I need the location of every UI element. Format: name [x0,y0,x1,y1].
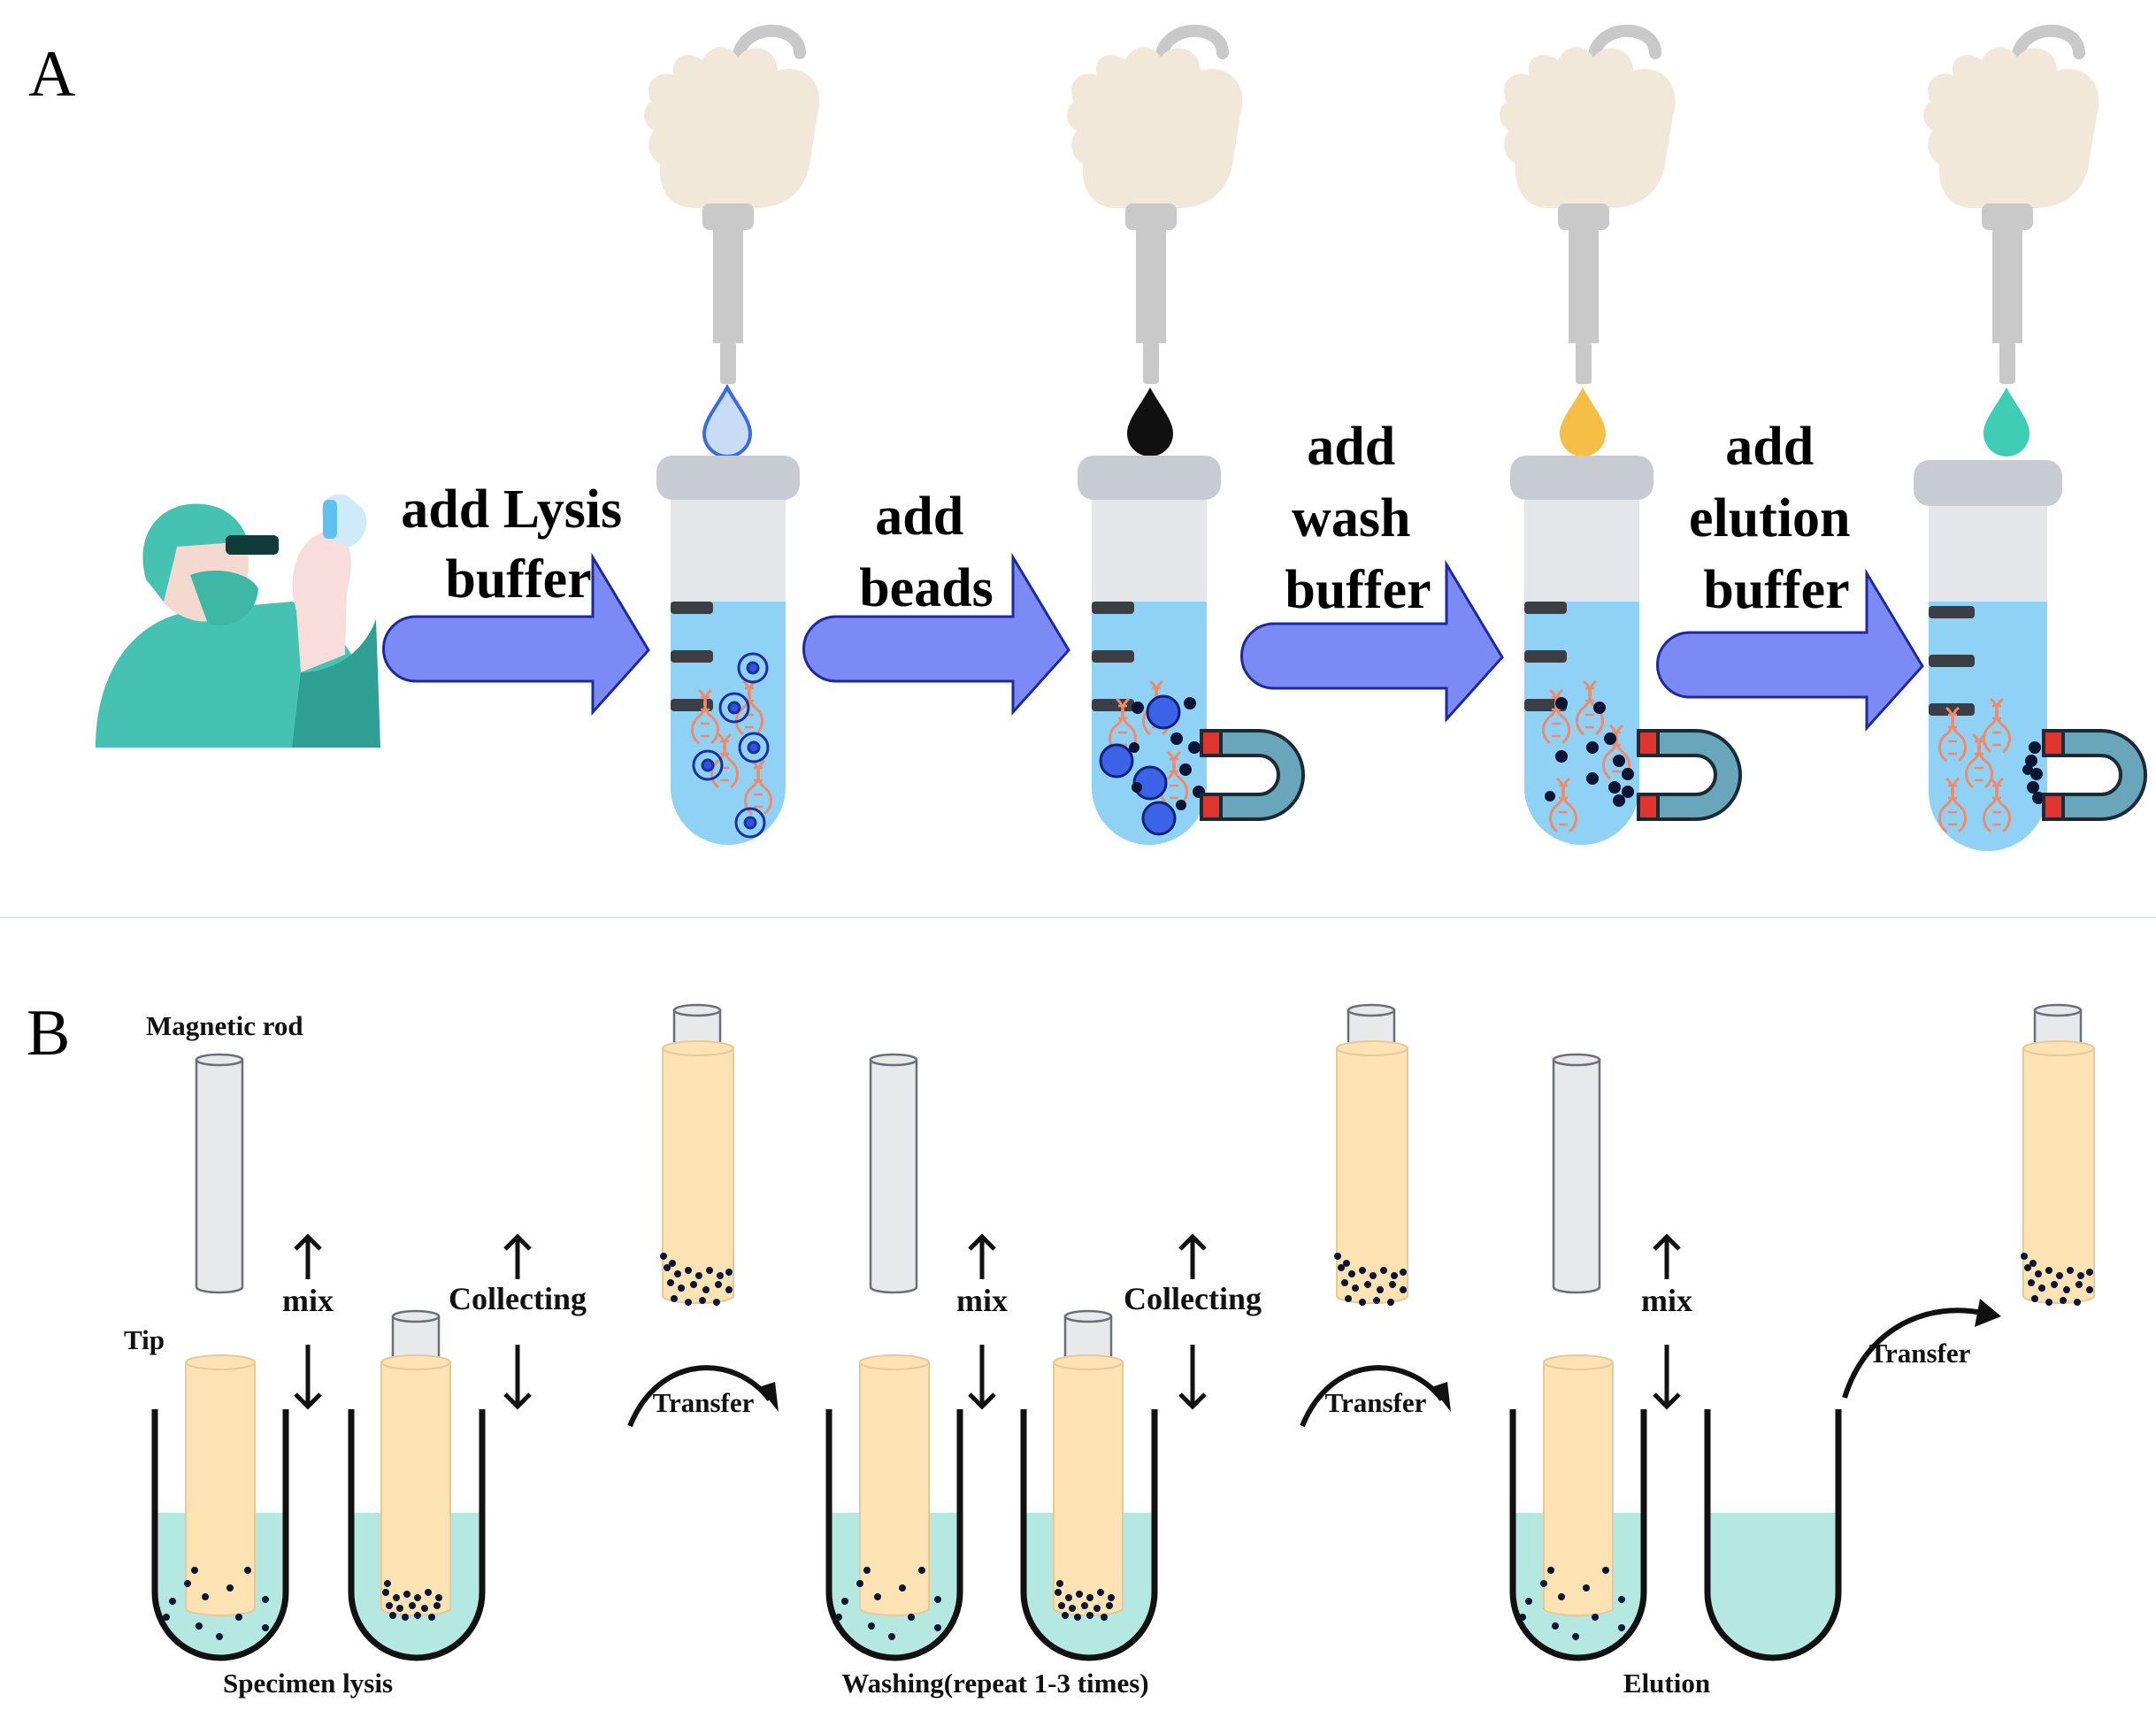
collecting-label-1: Collecting [449,1281,587,1316]
stage-label-washing: Washing(repeat 1-3 times) [841,1668,1148,1699]
lysis-buffer-drop [702,383,753,458]
mix-label-3: mix [1641,1283,1692,1318]
step-arrows [382,552,1924,732]
magnetic-rod-label: Magnetic rod [146,1010,303,1041]
mix-label-1: mix [282,1283,334,1318]
magnet-tube-3 [1637,729,1742,821]
test-tube-3 [1510,456,1653,845]
motion-arrows [295,1237,1679,1407]
tip-sleeves [185,1309,1614,1616]
dna-strands [691,679,2011,833]
step-label-lysis: add Lysis buffer [401,479,635,610]
pipette-hand-3 [1500,31,1675,384]
beads-drop [1127,387,1173,456]
tip-label: Tip [124,1324,165,1355]
transfer-label-2: Transfer [1325,1387,1427,1418]
magnetic-rods [195,1053,1601,1294]
pipette-hand-1 [644,31,819,384]
mix-label-2: mix [956,1283,1008,1318]
transfer-arrowheads [759,1299,2001,1412]
magnet-tube-4 [2042,729,2147,821]
beads-tube-3 [1545,697,1634,807]
beads-tube-4 [2022,741,2045,804]
step-label-elution: add elution buffer [1689,417,1864,620]
stage-label-elution: Elution [1623,1668,1710,1699]
transfer-arrows [627,1308,1987,1428]
stage-label-lysis: Specimen lysis [223,1668,393,1699]
transfer-label-3: Transfer [1869,1338,1971,1369]
beads-tube-2 [1099,694,1205,836]
elution-buffer-drop [1983,387,2029,456]
panel-b-letter: B [27,997,70,1070]
collecting-label-2: Collecting [1124,1281,1262,1316]
test-tube-1 [656,456,800,845]
step-label-wash: add wash buffer [1285,417,1431,620]
health-worker-illustration [96,494,380,748]
magnet-tube-2 [1200,729,1305,821]
transfer-label-1: Transfer [653,1387,755,1418]
pipette-hand-2 [1067,31,1242,384]
magnetic-beads-b [163,1253,2093,1640]
lifted-rods [662,1003,2095,1304]
pipette-hand-4 [1923,31,2098,384]
wash-buffer-drop [1560,387,1606,456]
panel-a-letter: A [28,38,75,111]
step-label-beads: add beads [859,487,994,618]
cells-tube-1 [692,652,770,839]
